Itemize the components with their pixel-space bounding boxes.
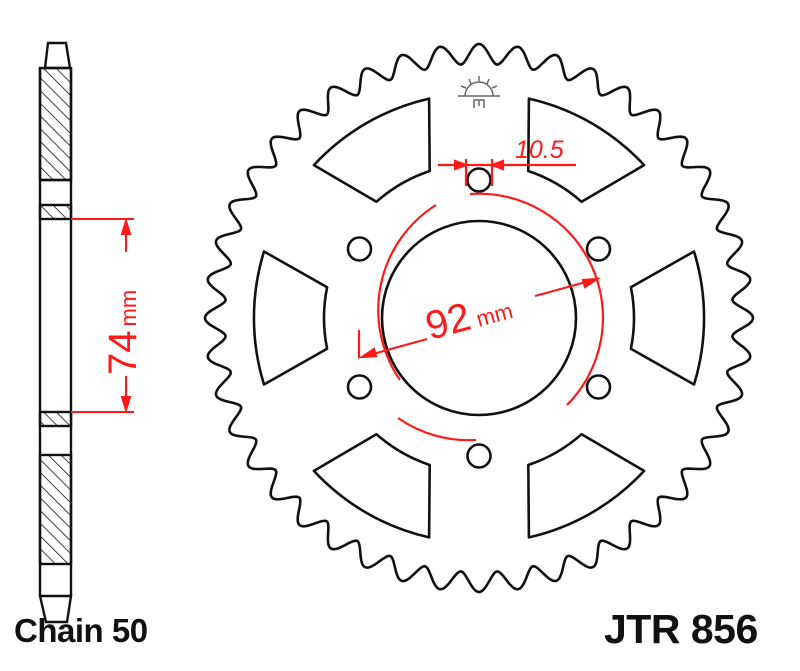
lightening-window [312, 97, 431, 204]
side-profile-view [38, 41, 73, 624]
chain-size-label: Chain 50 [14, 612, 148, 649]
sprocket-front-view [203, 42, 755, 594]
lightening-window [252, 250, 329, 386]
lightening-window [527, 97, 646, 204]
bolt-hole [466, 167, 492, 193]
lightening-window [629, 250, 706, 386]
bolt-hole-dimension-label: 10.5 [515, 136, 564, 164]
lightening-window [527, 432, 646, 539]
pcd-dimension [357, 159, 605, 442]
flange-dimension [71, 217, 134, 414]
flange-dimension-label: 74mm [101, 290, 145, 375]
bolt-hole [346, 236, 373, 262]
part-number-label: JTR 856 [604, 606, 758, 652]
lightening-window [312, 432, 431, 539]
sun-logo-icon [458, 76, 500, 108]
center-bore [380, 219, 578, 417]
bolt-hole [466, 443, 492, 469]
bolt-hole [346, 374, 373, 400]
bolt-hole [585, 236, 612, 262]
sprocket-teeth-outline [203, 42, 755, 594]
bolt-hole [585, 374, 612, 400]
pcd-dimension-label: 92mm [421, 284, 517, 349]
